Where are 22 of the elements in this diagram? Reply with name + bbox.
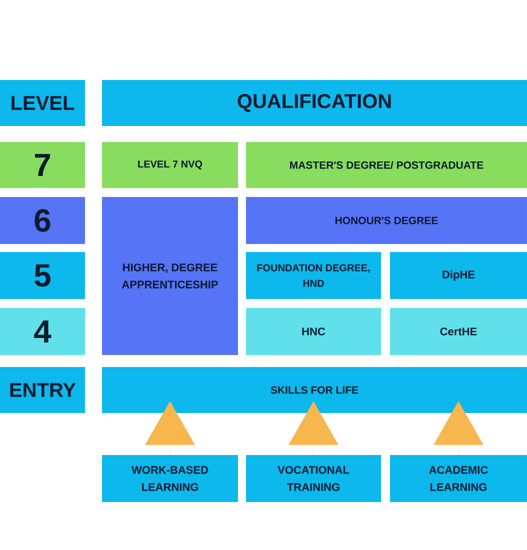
qualification-box: MASTER'S DEGREE/ POSTGRADUATE: [246, 142, 527, 188]
qualification-box: DipHE: [390, 252, 527, 299]
level-box: 5: [0, 252, 85, 299]
pathway-box: WORK-BASED LEARNING: [102, 455, 238, 502]
qualification-box: CertHE: [390, 308, 527, 355]
triangle-arrow: [434, 401, 484, 456]
triangle-arrow: [288, 401, 338, 456]
qualification-box: HIGHER, DEGREE APPRENTICESHIP: [102, 197, 238, 355]
header-box: LEVEL: [0, 80, 85, 126]
pathway-box: VOCATIONAL TRAINING: [246, 455, 381, 502]
qualification-box: LEVEL 7 NVQ: [102, 142, 238, 188]
triangle-arrow: [145, 401, 195, 456]
header-box: QUALIFICATION: [102, 80, 527, 126]
pathway-box: ACADEMIC LEARNING: [390, 455, 527, 502]
level-box: 4: [0, 308, 85, 355]
qualification-box: SKILLS FOR LIFE: [102, 367, 527, 413]
level-box: 7: [0, 142, 85, 188]
qualification-box: HNC: [246, 308, 381, 355]
qualification-box: FOUNDATION DEGREE, HND: [246, 252, 381, 299]
level-box: ENTRY: [0, 367, 85, 413]
qualification-box: HONOUR'S DEGREE: [246, 197, 527, 244]
level-box: 6: [0, 197, 85, 244]
